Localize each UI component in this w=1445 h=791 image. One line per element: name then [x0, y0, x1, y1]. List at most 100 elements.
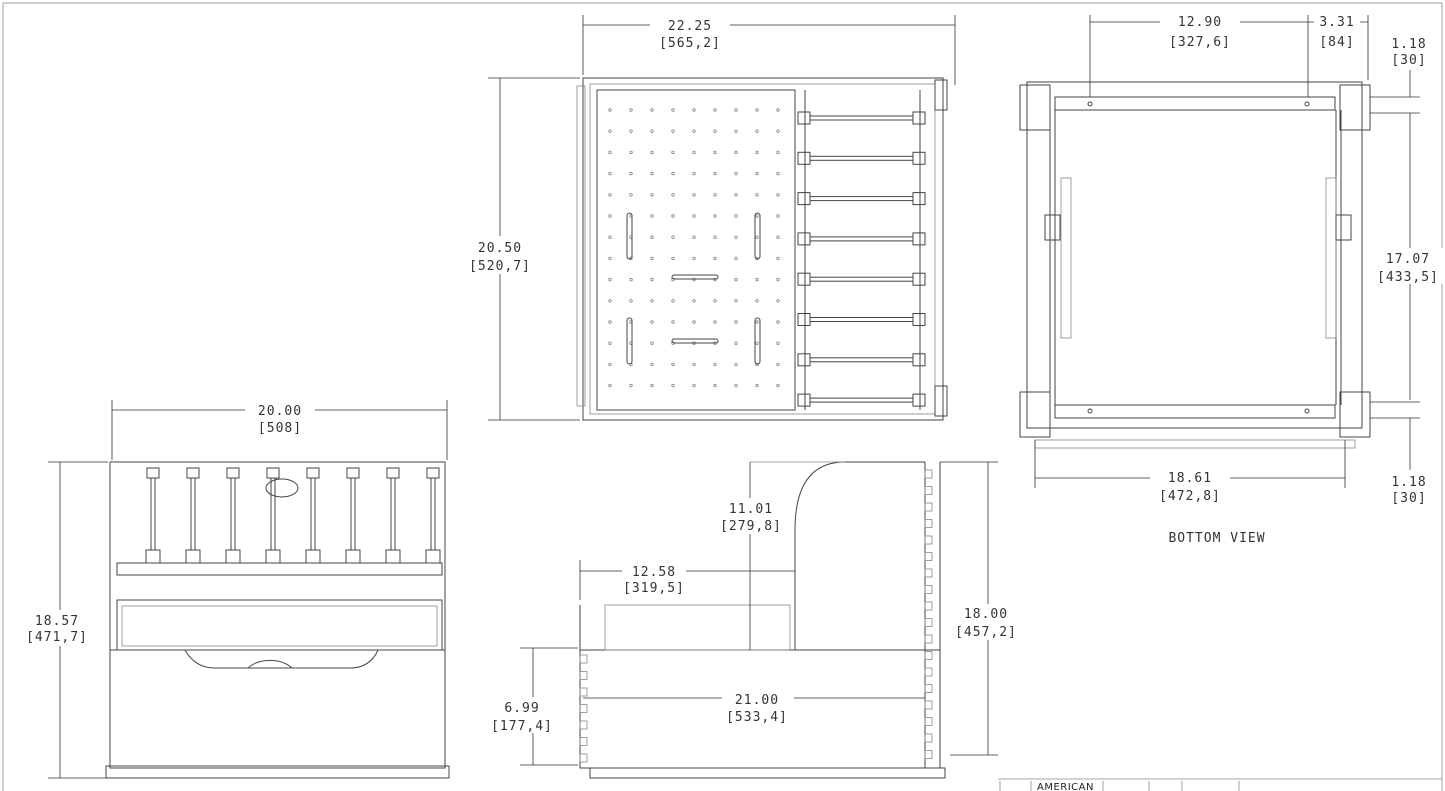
rod [809, 155, 914, 161]
top-view [576, 77, 948, 421]
dim-top-depth: 20.50 [478, 241, 522, 256]
plate-hole [755, 341, 759, 345]
rod-cap [146, 467, 160, 479]
plate-hole [776, 383, 780, 388]
rod-base [185, 549, 201, 564]
rod-cap [186, 467, 200, 479]
rod [310, 477, 316, 551]
side-notch [579, 737, 588, 746]
rod-clamp [797, 313, 811, 326]
side-notch [924, 618, 933, 627]
plate-hole [734, 214, 738, 218]
rod [230, 477, 236, 551]
side-notch [924, 634, 933, 644]
plate-hole [608, 320, 612, 324]
plate-hole [608, 108, 612, 112]
side-view [579, 461, 946, 779]
plate-hole [776, 150, 780, 155]
plate-hole [776, 320, 780, 324]
plate-hole [671, 129, 675, 133]
side-notch [579, 704, 588, 713]
rod-base [305, 549, 321, 564]
dim-top-edge-metric: [30] [1391, 53, 1426, 68]
side-notch [924, 667, 933, 677]
plate-hole [776, 341, 780, 345]
plate-hole [671, 193, 675, 197]
rod-clamp [912, 111, 926, 125]
rod-base [225, 549, 241, 564]
rod-base [385, 549, 401, 564]
plate-hole [608, 193, 612, 197]
side-notch [924, 733, 933, 743]
plate-hole [692, 299, 696, 303]
plate-hole [734, 129, 738, 133]
dimension-labels: 22.25 [565,2] 20.50 [520,7] 12.90 [327,6… [24, 12, 1445, 734]
rod-cap [426, 467, 440, 479]
rod-clamp [912, 232, 926, 246]
rod [809, 196, 914, 202]
side-notch [924, 519, 933, 528]
plate-hole [734, 341, 738, 345]
title-block-company: AMERICAN [1037, 782, 1094, 791]
plate-hole [608, 235, 612, 239]
plate-hole [755, 108, 759, 112]
plate-hole [650, 235, 654, 239]
dim-side-depth: 21.00 [735, 693, 779, 708]
side-notch [579, 687, 588, 697]
dim-rail-distance: 17.07 [1386, 252, 1430, 267]
dim-rail-span: 12.90 [1178, 15, 1222, 30]
plate-hole [734, 256, 738, 261]
rod-base [145, 549, 161, 564]
dim-front-width: 20.00 [258, 404, 302, 419]
plate-hole [629, 150, 633, 155]
rod-base [425, 549, 441, 564]
dim-side-lower-height-metric: [177,4] [491, 719, 553, 734]
plate-hole [650, 299, 654, 303]
plate-hole [776, 277, 780, 282]
side-notch [924, 469, 933, 479]
rod [390, 477, 396, 551]
plate-hole [776, 171, 780, 176]
rod [270, 477, 276, 551]
plate-hole [608, 150, 612, 155]
plate-hole [671, 108, 675, 112]
plate-hole [692, 150, 696, 155]
dim-side-upper-depth-metric: [319,5] [623, 581, 685, 596]
plate-hole [734, 108, 738, 112]
dim-side-upper-height-metric: [279,8] [720, 519, 782, 534]
dim-top-depth-metric: [520,7] [469, 259, 531, 274]
title-block: AMERICAN [998, 778, 1442, 791]
plate-hole [776, 193, 780, 197]
dim-rail-distance-metric: [433,5] [1377, 270, 1439, 285]
plate-hole [629, 383, 633, 388]
dim-side-upper-height: 11.01 [729, 502, 773, 517]
side-notch [924, 750, 933, 759]
dim-front-height: 18.57 [35, 614, 79, 629]
plate-hole [671, 150, 675, 155]
rod-cap [266, 467, 280, 479]
side-notch [924, 717, 933, 726]
rod-clamp [912, 151, 926, 165]
plate-hole [713, 383, 717, 388]
plate-hole [608, 171, 612, 176]
plate-hole [608, 214, 612, 218]
side-notch [924, 651, 933, 660]
plate-hole [713, 320, 717, 324]
plate-hole [671, 383, 675, 388]
front-view [105, 461, 450, 779]
side-notch [924, 486, 933, 495]
plate-hole [608, 129, 612, 133]
plate-hole [776, 299, 780, 303]
plate-hole [692, 256, 696, 261]
side-notch [579, 720, 588, 730]
plate-hole [608, 277, 612, 282]
plate-hole [650, 320, 654, 324]
dim-side-height: 18.00 [964, 607, 1008, 622]
plate-hole [755, 150, 759, 155]
plate-hole [650, 150, 654, 155]
plate-hole [734, 150, 738, 155]
plate-hole [650, 193, 654, 197]
plate-hole [629, 299, 633, 303]
plate-hole [692, 277, 696, 282]
